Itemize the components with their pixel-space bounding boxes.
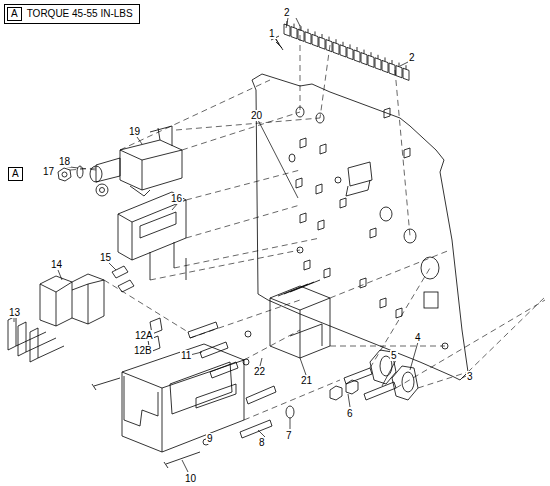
callout-number: 5	[390, 350, 398, 361]
note-key: A	[12, 168, 19, 179]
torque-note-box: TORQUE 45-55 IN-LBS A	[4, 4, 140, 24]
plate-holes	[289, 107, 448, 349]
mounting-plate	[252, 74, 468, 380]
terminal-strip	[284, 21, 409, 80]
callout-number: 19	[128, 126, 141, 137]
relay-clips	[8, 316, 64, 362]
note-key-box: A	[8, 167, 23, 181]
note-text: TORQUE 45-55 IN-LBS	[27, 8, 133, 20]
standoff	[318, 220, 324, 230]
standoff	[300, 138, 306, 148]
callout-number: 2	[283, 7, 291, 18]
capacitors	[370, 350, 418, 400]
terminal	[382, 57, 388, 72]
callout-number: 10	[184, 473, 197, 484]
standoff	[404, 148, 410, 158]
terminal	[312, 31, 318, 46]
terminal	[333, 39, 339, 54]
callout-number: 1	[268, 28, 276, 39]
terminal	[340, 42, 346, 57]
callout-number: 14	[50, 259, 63, 270]
standoff	[300, 213, 306, 223]
screws	[92, 378, 200, 468]
circuit-board	[270, 280, 330, 358]
standoff	[296, 178, 302, 188]
terminal	[305, 29, 311, 44]
callout-number: 22	[253, 366, 266, 377]
callout-number: 20	[250, 110, 263, 121]
terminal	[368, 52, 374, 67]
posts	[344, 368, 396, 400]
callout-number: 17	[42, 166, 55, 177]
standoff	[380, 298, 386, 308]
washers-nuts	[286, 380, 358, 418]
note-key-box: A	[7, 7, 22, 21]
callout-number: 12A	[134, 330, 154, 341]
callout-number: 7	[285, 430, 293, 441]
callout-number: 8	[258, 437, 266, 448]
callout-number: 18	[58, 156, 71, 167]
standoff	[340, 198, 346, 208]
standoff	[320, 144, 326, 154]
controller	[122, 344, 244, 452]
callout-number: 13	[8, 307, 21, 318]
terminal	[361, 50, 367, 65]
terminal	[347, 44, 353, 59]
callout-number: 4	[414, 332, 422, 343]
standoff	[316, 184, 322, 194]
callout-number: 12B	[133, 345, 153, 356]
terminal	[396, 63, 402, 78]
standoff	[324, 268, 330, 278]
terminal	[319, 34, 325, 49]
callout-number: 6	[346, 408, 354, 419]
bracket	[346, 162, 372, 196]
callout-number: 9	[206, 433, 214, 444]
standoff	[304, 260, 310, 270]
callout-number: 16	[170, 193, 183, 204]
relays	[40, 274, 104, 326]
circuit-board	[118, 192, 186, 280]
terminal	[326, 37, 332, 52]
standoff	[112, 266, 134, 292]
nut-washer	[58, 166, 83, 181]
terminal	[389, 60, 395, 75]
standoffs	[296, 108, 410, 318]
callout-number: 2	[408, 52, 416, 63]
assembly-lines	[70, 25, 546, 420]
callout-number: 21	[300, 375, 313, 386]
standoff	[360, 278, 366, 288]
note-key: A	[11, 8, 18, 19]
terminal	[354, 47, 360, 62]
callout-number: 15	[99, 252, 112, 263]
callout-number: 11	[180, 350, 192, 361]
spacers	[188, 322, 276, 438]
standoff	[384, 108, 390, 118]
terminal	[291, 24, 297, 39]
terminal	[298, 26, 304, 41]
leader-lines	[14, 18, 466, 472]
callout-number: 3	[466, 371, 474, 382]
standoff	[370, 228, 376, 238]
terminal	[403, 65, 409, 80]
solenoid	[90, 126, 182, 196]
terminal	[375, 55, 381, 70]
